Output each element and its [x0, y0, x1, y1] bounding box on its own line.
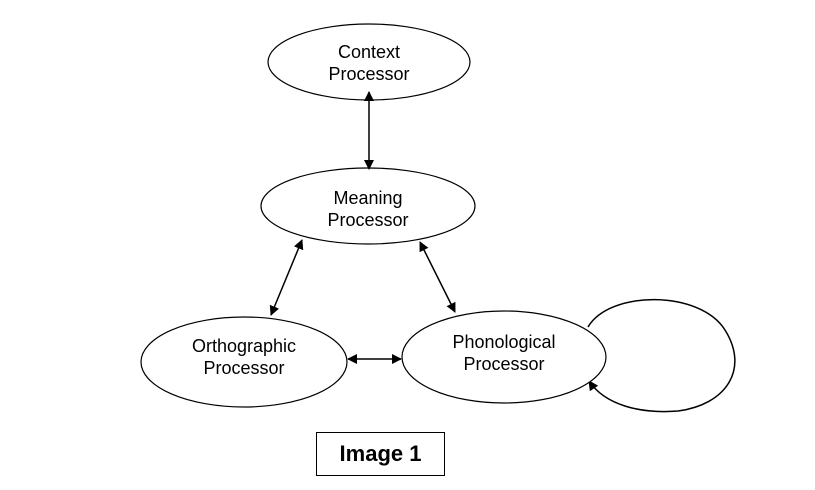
- image-caption: Image 1: [316, 432, 445, 476]
- meaning-processor-label-line2: Processor: [327, 210, 409, 230]
- meaning-phonological-arrow: [419, 241, 456, 313]
- phonological-processor-node: [401, 310, 607, 404]
- context-processor-label-line1: Context: [337, 42, 401, 62]
- orthographic-processor-label: Orthographic Processor: [144, 335, 344, 379]
- context-processor-label-line2: Processor: [328, 64, 410, 84]
- orthographic-processor-label-line1: Orthographic: [191, 336, 297, 356]
- phonological-processor-label-line1: Phonological: [452, 332, 556, 352]
- meaning-processor-label-line1: Meaning: [333, 188, 403, 208]
- meaning-processor-label: Meaning Processor: [268, 187, 468, 231]
- context-processor-label: Context Processor: [269, 41, 469, 85]
- phonological-processor-label-line2: Processor: [463, 354, 545, 374]
- phonological-processor-label: Phonological Processor: [404, 331, 604, 375]
- meaning-orthographic-arrow: [269, 239, 304, 316]
- phonological-self-loop: [587, 298, 736, 413]
- orthographic-processor-label-line2: Processor: [203, 358, 285, 378]
